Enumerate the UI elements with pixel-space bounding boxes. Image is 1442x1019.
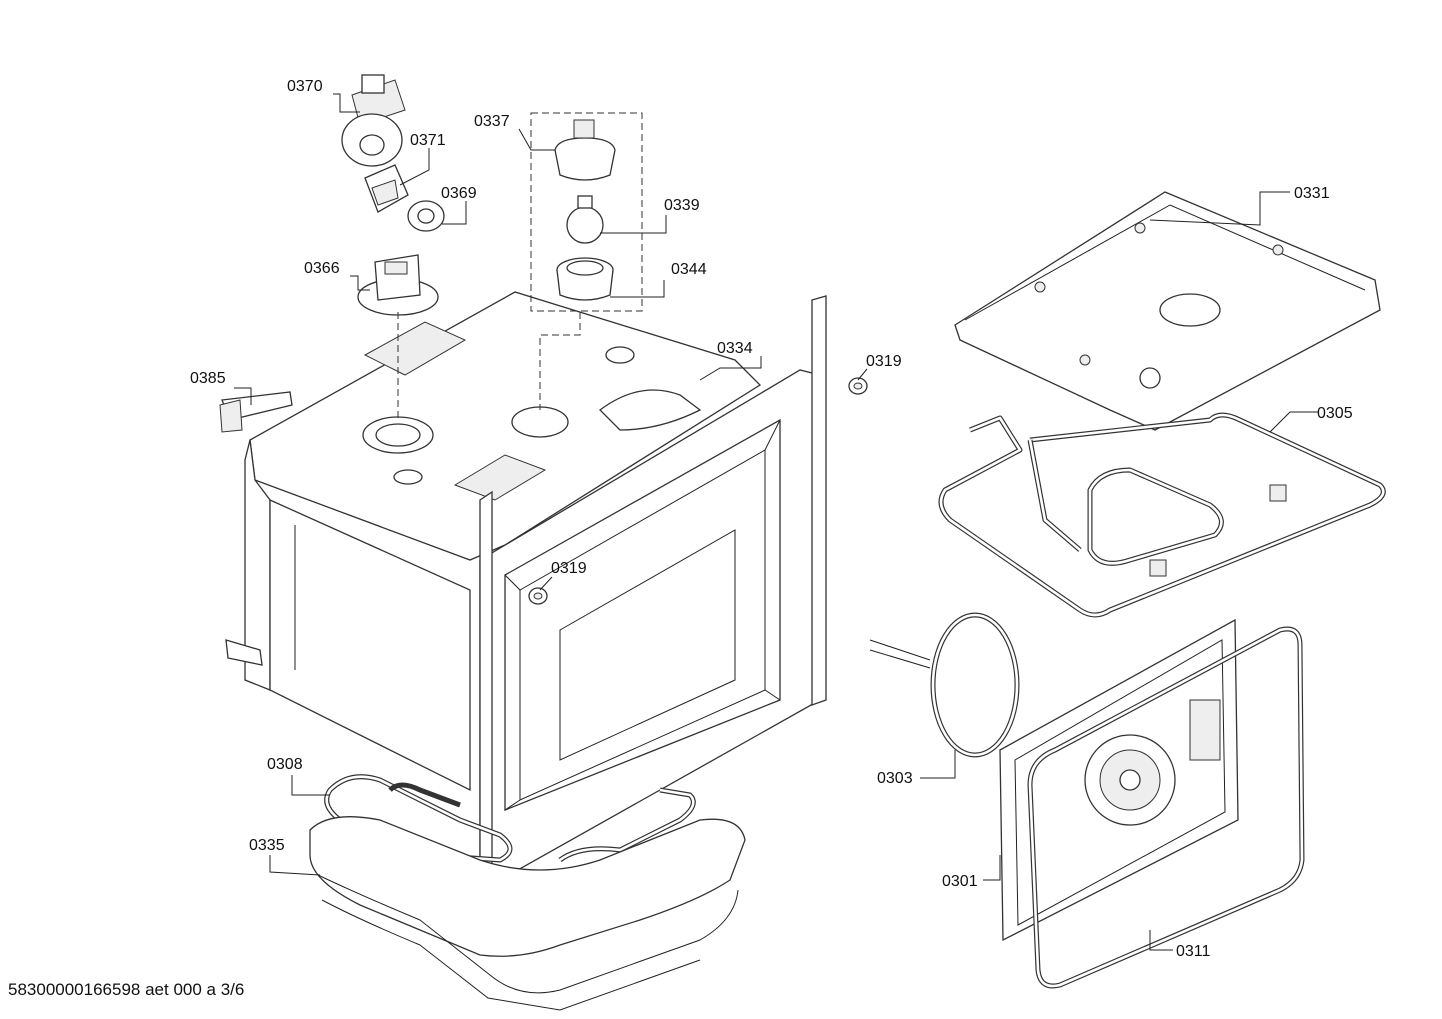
- lamp-assembly-0370: [341, 74, 406, 167]
- label-0334: 0334: [717, 340, 753, 357]
- label-0303: 0303: [877, 770, 913, 787]
- label-0385: 0385: [190, 370, 226, 387]
- label-0319-front: 0319: [551, 560, 587, 577]
- label-0305: 0305: [1317, 405, 1353, 422]
- label-0337: 0337: [474, 113, 510, 130]
- label-0319-right: 0319: [866, 353, 902, 370]
- label-0339: 0339: [664, 197, 700, 214]
- bottom-insulation-0335: [309, 816, 746, 1011]
- bottom-heater-0308: [324, 774, 696, 863]
- spacer-0319-front: [528, 587, 548, 605]
- oven-muffle-0334: [225, 291, 827, 896]
- circular-heater-0303: [869, 612, 1020, 758]
- mounting-bracket-0385: [219, 391, 293, 433]
- leader-lines: [234, 93, 1318, 951]
- door-seal-0311: [1027, 626, 1305, 989]
- label-0311: 0311: [1176, 943, 1211, 960]
- oven-lamp-kit-0337: [530, 112, 643, 312]
- label-0366: 0366: [304, 260, 340, 277]
- gasket-ring-0369: [407, 200, 445, 232]
- rear-panel-0301: [999, 618, 1239, 942]
- spacer-0319-right: [848, 377, 868, 395]
- label-0308: 0308: [267, 756, 303, 773]
- lamp-glass-0344: [556, 257, 614, 301]
- drawing-reference-code: 58300000166598 aet 000 a 3/6: [8, 980, 245, 999]
- top-heater-0305: [938, 412, 1386, 618]
- label-0344: 0344: [671, 261, 707, 278]
- label-0301: 0301: [942, 873, 978, 890]
- label-0331: 0331: [1294, 185, 1330, 202]
- lamp-bulb-0339: [566, 195, 604, 244]
- lamp-bracket-0371: [364, 164, 409, 213]
- lamp-housing-0366: [357, 254, 439, 316]
- label-0370: 0370: [287, 78, 323, 95]
- part-labels: 0370 0371 0369 0337 0339 0344 0366 0385 …: [190, 78, 1353, 960]
- label-0335: 0335: [249, 837, 285, 854]
- label-0369: 0369: [441, 185, 477, 202]
- label-0371: 0371: [410, 132, 446, 149]
- cover-plate-0331: [954, 191, 1381, 431]
